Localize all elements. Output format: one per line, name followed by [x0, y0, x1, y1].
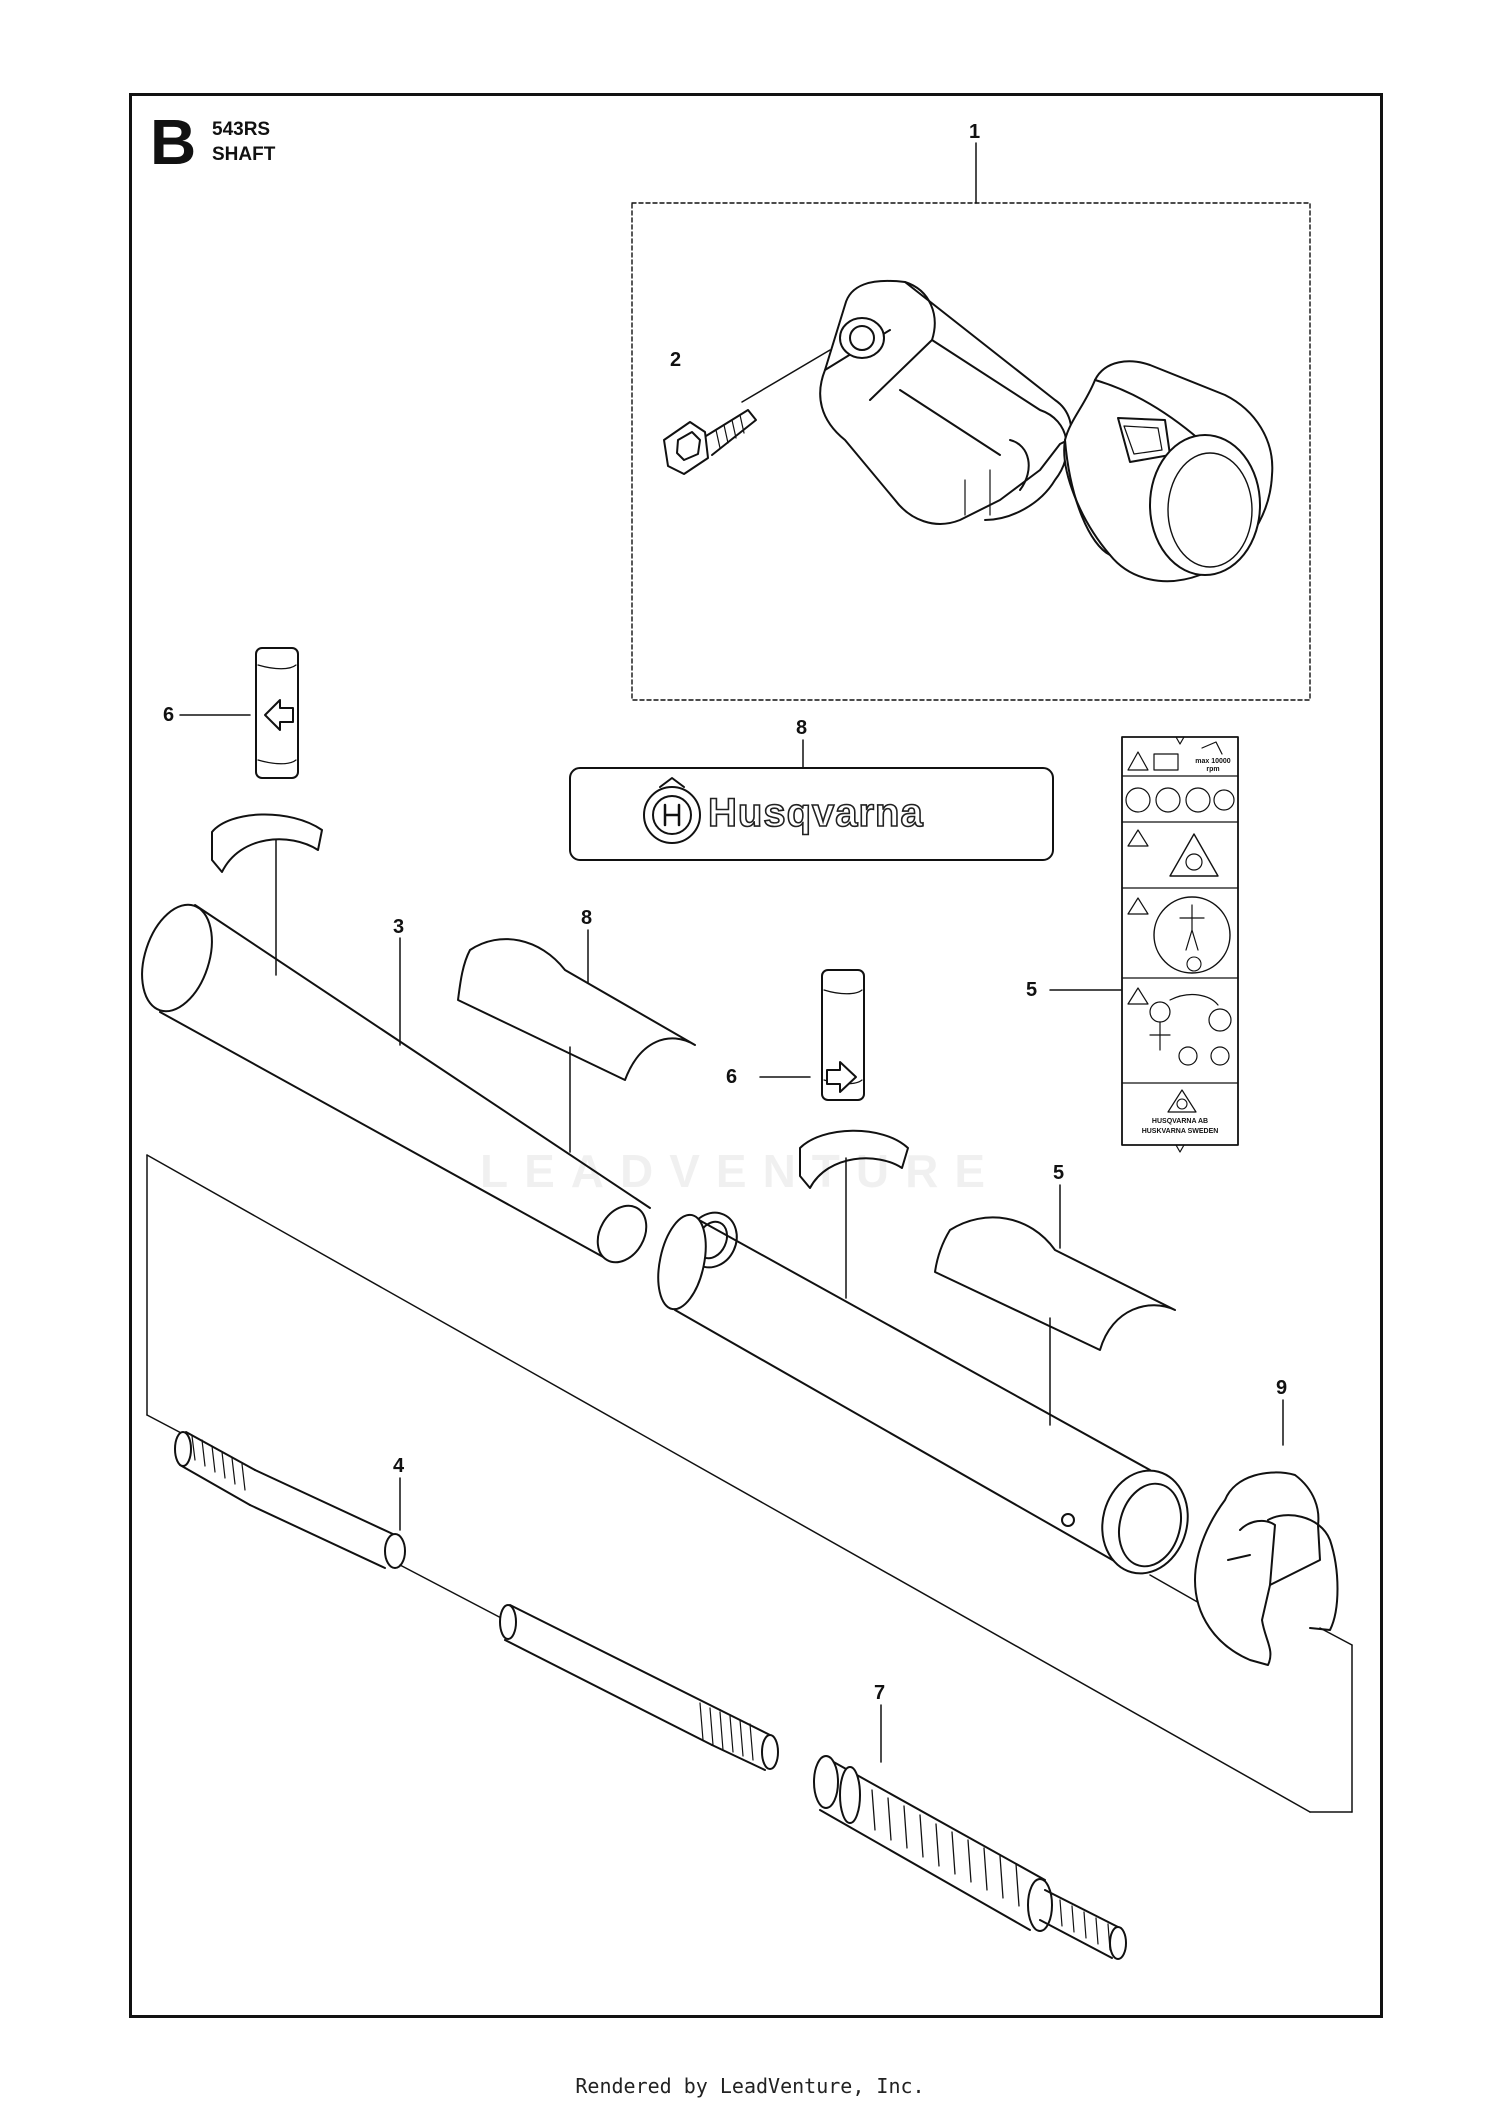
- arrow-decal-right: [759, 969, 865, 1101]
- callout-8-decal: 8: [796, 717, 808, 739]
- shaft-guard-strip-middle: [799, 1129, 909, 1299]
- callout-7: 7: [874, 1682, 886, 1704]
- shaft-guard-strip-lower: [934, 1184, 1176, 1426]
- husqvarna-decal: [569, 739, 1054, 861]
- diagram-frame: [129, 93, 1383, 2018]
- callout-5-strip: 5: [1053, 1162, 1065, 1184]
- callout-2: 2: [670, 349, 682, 371]
- callout-4: 4: [393, 1455, 405, 1477]
- decal-company-line1: HUSQVARNA AB: [1151, 1118, 1209, 1125]
- part-group-name: SHAFT: [212, 144, 276, 165]
- decal-rpm-label: max 10000 rpm: [1195, 758, 1231, 774]
- handle-clamp-part: [819, 279, 1073, 525]
- decal-company-line2: HUSKVARNA SWEDEN: [1141, 1128, 1219, 1135]
- arrow-decal-left: [179, 647, 299, 779]
- drive-shaft-part: [174, 1431, 779, 1771]
- flex-shaft-bellows-part: [813, 1704, 1127, 1960]
- callout-1: 1: [969, 121, 981, 143]
- callout-5-decal: 5: [1026, 979, 1038, 1001]
- callout-9: 9: [1276, 1377, 1288, 1399]
- handle-clamp-cap: [1063, 360, 1274, 583]
- shaft-tube-upper: [141, 903, 651, 1264]
- callout-8-strip: 8: [581, 907, 593, 929]
- warning-decal: [1049, 736, 1239, 1153]
- shaft-tube-lower: [657, 1213, 1189, 1575]
- shaft-clip-part: [1194, 1399, 1339, 1666]
- assembly-guide-lines: [146, 1154, 1353, 1813]
- section-letter: B: [150, 106, 197, 178]
- screw-part: [663, 349, 831, 475]
- model-number: 543RS: [212, 119, 271, 140]
- footer-credit: Rendered by LeadVenture, Inc.: [575, 2074, 925, 2098]
- callout-6-middle: 6: [726, 1066, 738, 1088]
- watermark: LEADVENTURE: [480, 1145, 1002, 1197]
- husqvarna-logo-text: Husqvarna: [707, 791, 924, 835]
- shaft-guard-strip-large: [457, 929, 696, 1153]
- callout-6-top: 6: [163, 704, 175, 726]
- item1-group-box: [631, 202, 1311, 701]
- shaft-guard-strip-small: [211, 813, 323, 976]
- callout-3: 3: [393, 916, 405, 938]
